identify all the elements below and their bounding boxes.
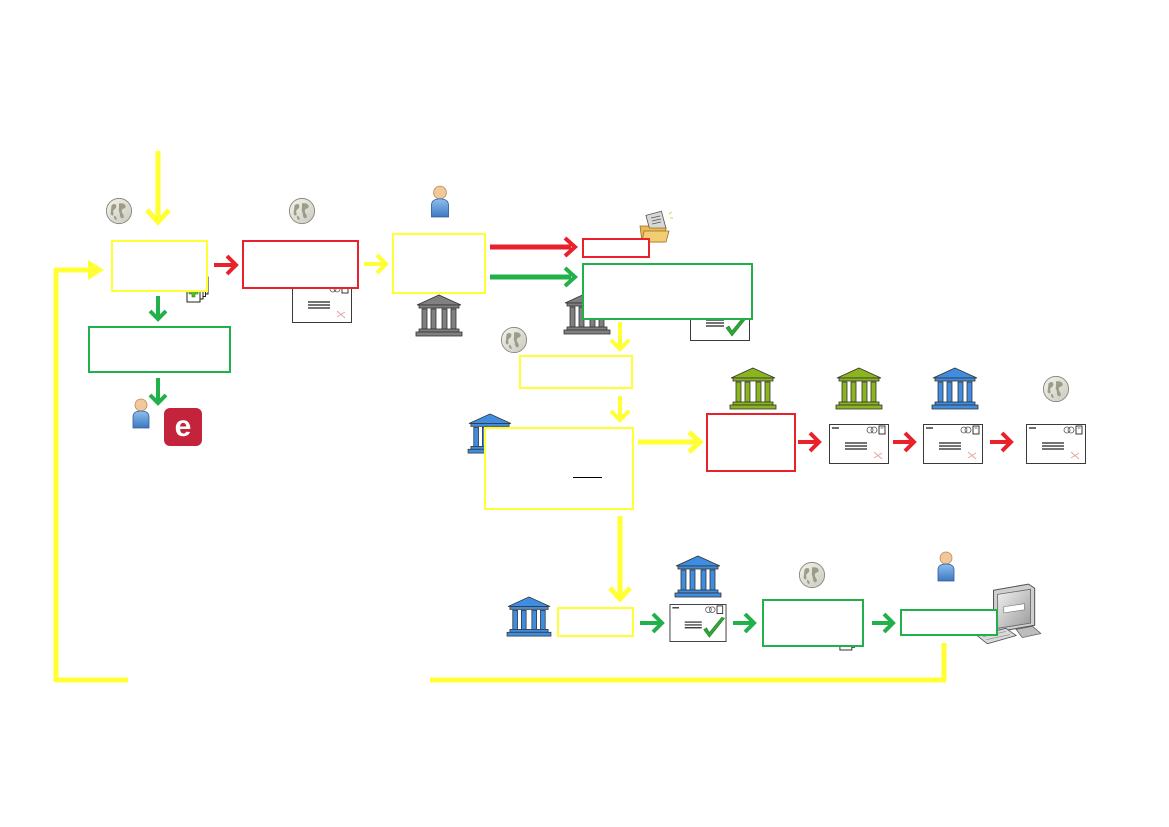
user-icon bbox=[132, 398, 150, 429]
bank-icon bbox=[674, 555, 722, 598]
envelope-icon bbox=[829, 424, 889, 464]
bank-icon bbox=[506, 596, 552, 637]
decision-box bbox=[557, 607, 634, 637]
arrow-box3-to-approved bbox=[490, 266, 578, 288]
arrow-decision-to-letter bbox=[640, 612, 665, 634]
arrow-review-to-decision bbox=[608, 516, 632, 603]
step-box bbox=[519, 355, 633, 389]
arrow-box1-to-box2 bbox=[214, 254, 239, 276]
arrow-review-to-appeal bbox=[638, 430, 704, 454]
publish-box bbox=[88, 326, 231, 373]
globe-icon bbox=[105, 197, 133, 225]
arrow-approved-to-step bbox=[609, 322, 631, 352]
globe-icon bbox=[1042, 375, 1070, 403]
arrow-box3-to-rejected bbox=[490, 236, 578, 258]
rejected-box bbox=[582, 238, 650, 258]
arrow-box1-to-publish bbox=[148, 296, 168, 322]
user-icon bbox=[937, 551, 955, 582]
arrow-publish-to-badge bbox=[148, 378, 168, 406]
review-box bbox=[484, 427, 634, 510]
bank-icon bbox=[835, 367, 883, 410]
envelope-check-icon bbox=[669, 604, 727, 642]
arrow-letter2-to-letter3 bbox=[990, 431, 1014, 453]
user-icon bbox=[431, 185, 449, 218]
appeal-box bbox=[706, 413, 796, 472]
authority-review-box bbox=[392, 233, 486, 294]
loop-arrow-head bbox=[88, 260, 104, 280]
bank-icon bbox=[931, 367, 979, 410]
svg-text:e: e bbox=[175, 410, 192, 443]
envelope-icon bbox=[292, 283, 352, 323]
envelope-icon bbox=[1026, 424, 1086, 464]
registry-box bbox=[762, 599, 864, 647]
arrow-box2-to-box3 bbox=[364, 253, 389, 275]
globe-icon bbox=[500, 326, 528, 354]
arrow-step-to-review bbox=[609, 396, 631, 423]
envelope-icon bbox=[923, 424, 983, 464]
approved-box bbox=[582, 263, 753, 320]
return-loop-connector bbox=[53, 267, 947, 683]
globe-icon bbox=[798, 561, 826, 589]
arrow-letter-to-registry bbox=[733, 612, 757, 634]
globe-icon bbox=[288, 197, 316, 225]
entry-arrow bbox=[145, 151, 171, 226]
arrow-appeal-to-letter1 bbox=[798, 431, 822, 453]
e-badge-icon: e bbox=[164, 408, 202, 446]
intake-box bbox=[111, 240, 208, 292]
bank-icon bbox=[415, 294, 463, 337]
arrow-letter1-to-letter2 bbox=[893, 431, 917, 453]
review-divider bbox=[573, 477, 602, 478]
bank-icon bbox=[729, 367, 777, 410]
arrow-registry-to-final bbox=[872, 612, 896, 634]
final-box bbox=[900, 609, 998, 636]
notice-box bbox=[242, 240, 359, 289]
